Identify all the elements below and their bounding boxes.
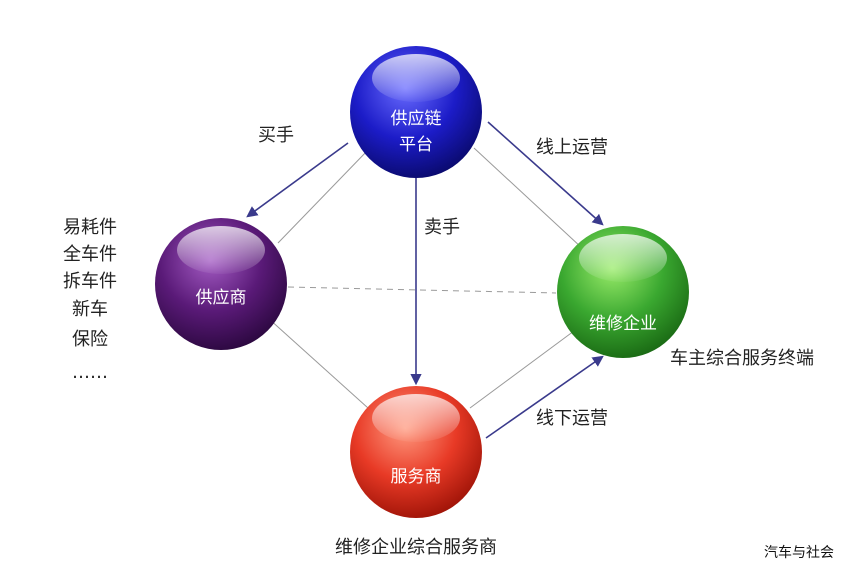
node-service-label: 服务商 <box>391 467 442 487</box>
edge-platform-enterprise <box>473 147 583 249</box>
node-supplier: 供应商 <box>155 218 287 350</box>
supplier-item: 易耗件 <box>63 217 117 238</box>
supplier-item: 全车件 <box>63 244 117 265</box>
supplier-item-list: 易耗件 全车件 拆车件 新车 保险 …… <box>63 217 117 383</box>
edge-label-offline: 线下运营 <box>536 408 608 429</box>
edge-supplier-enterprise-dashed <box>287 286 557 294</box>
edge-label-online: 线上运营 <box>536 137 608 158</box>
supplier-item: 保险 <box>72 329 108 350</box>
service-caption: 维修企业综合服务商 <box>335 537 497 558</box>
supplier-item: 新车 <box>72 299 108 320</box>
edge-label-seller: 卖手 <box>424 217 460 238</box>
node-service: 服务商 <box>350 386 482 518</box>
node-enterprise: 维修企业 <box>557 226 689 358</box>
node-platform-label-line1: 供应链 <box>391 109 442 129</box>
node-platform: 供应链 平台 <box>350 46 482 178</box>
watermark-text: 汽车与社会 <box>764 544 834 561</box>
arrow-buyer <box>246 142 349 218</box>
edge-platform-supplier <box>277 149 369 244</box>
edge-supplier-service <box>267 317 369 409</box>
arrow-offline <box>485 355 604 439</box>
enterprise-caption: 车主综合服务终端 <box>670 348 814 369</box>
supplier-item: 拆车件 <box>63 271 117 292</box>
edge-label-buyer: 买手 <box>258 125 294 146</box>
node-supplier-label: 供应商 <box>196 288 247 308</box>
edge-service-enterprise <box>469 327 579 409</box>
node-enterprise-label: 维修企业 <box>589 314 657 334</box>
node-platform-label-line2: 平台 <box>399 135 433 155</box>
arrow-online <box>487 121 604 226</box>
supplier-item: …… <box>72 362 108 383</box>
